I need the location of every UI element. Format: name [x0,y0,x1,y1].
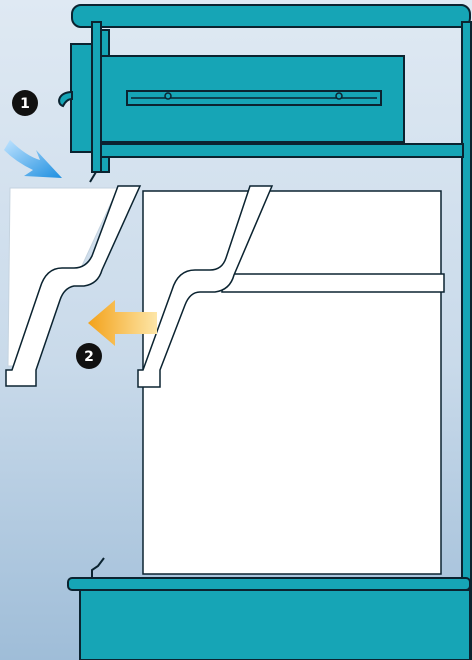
detached-hook-profile [5,185,142,387]
panel-hook-profile [137,185,274,388]
left-bracket [70,43,93,153]
arrow-left-icon [88,300,157,346]
step-1-badge [12,90,38,116]
main-panel [142,190,442,575]
step-2-badge [76,343,102,369]
right-post [461,21,472,660]
panel-crossbar [221,273,445,293]
bottom-shelf-base [79,589,471,660]
upper-rail [100,143,464,158]
top-shelf [71,4,471,28]
rail-screw-right [335,92,343,100]
lower-clip [91,557,105,578]
curved-arrow-down-right-icon [4,140,62,178]
upper-clip [89,171,97,183]
rail-screw-left [164,92,172,100]
step-2-number: 2 [84,349,94,365]
step-1-marker: 1 [12,90,38,116]
left-post-outer [91,21,102,173]
bracket-hook [58,90,73,108]
step-2-marker: 2 [76,343,102,369]
bottom-shelf-top [67,577,471,591]
step-1-number: 1 [20,96,30,112]
